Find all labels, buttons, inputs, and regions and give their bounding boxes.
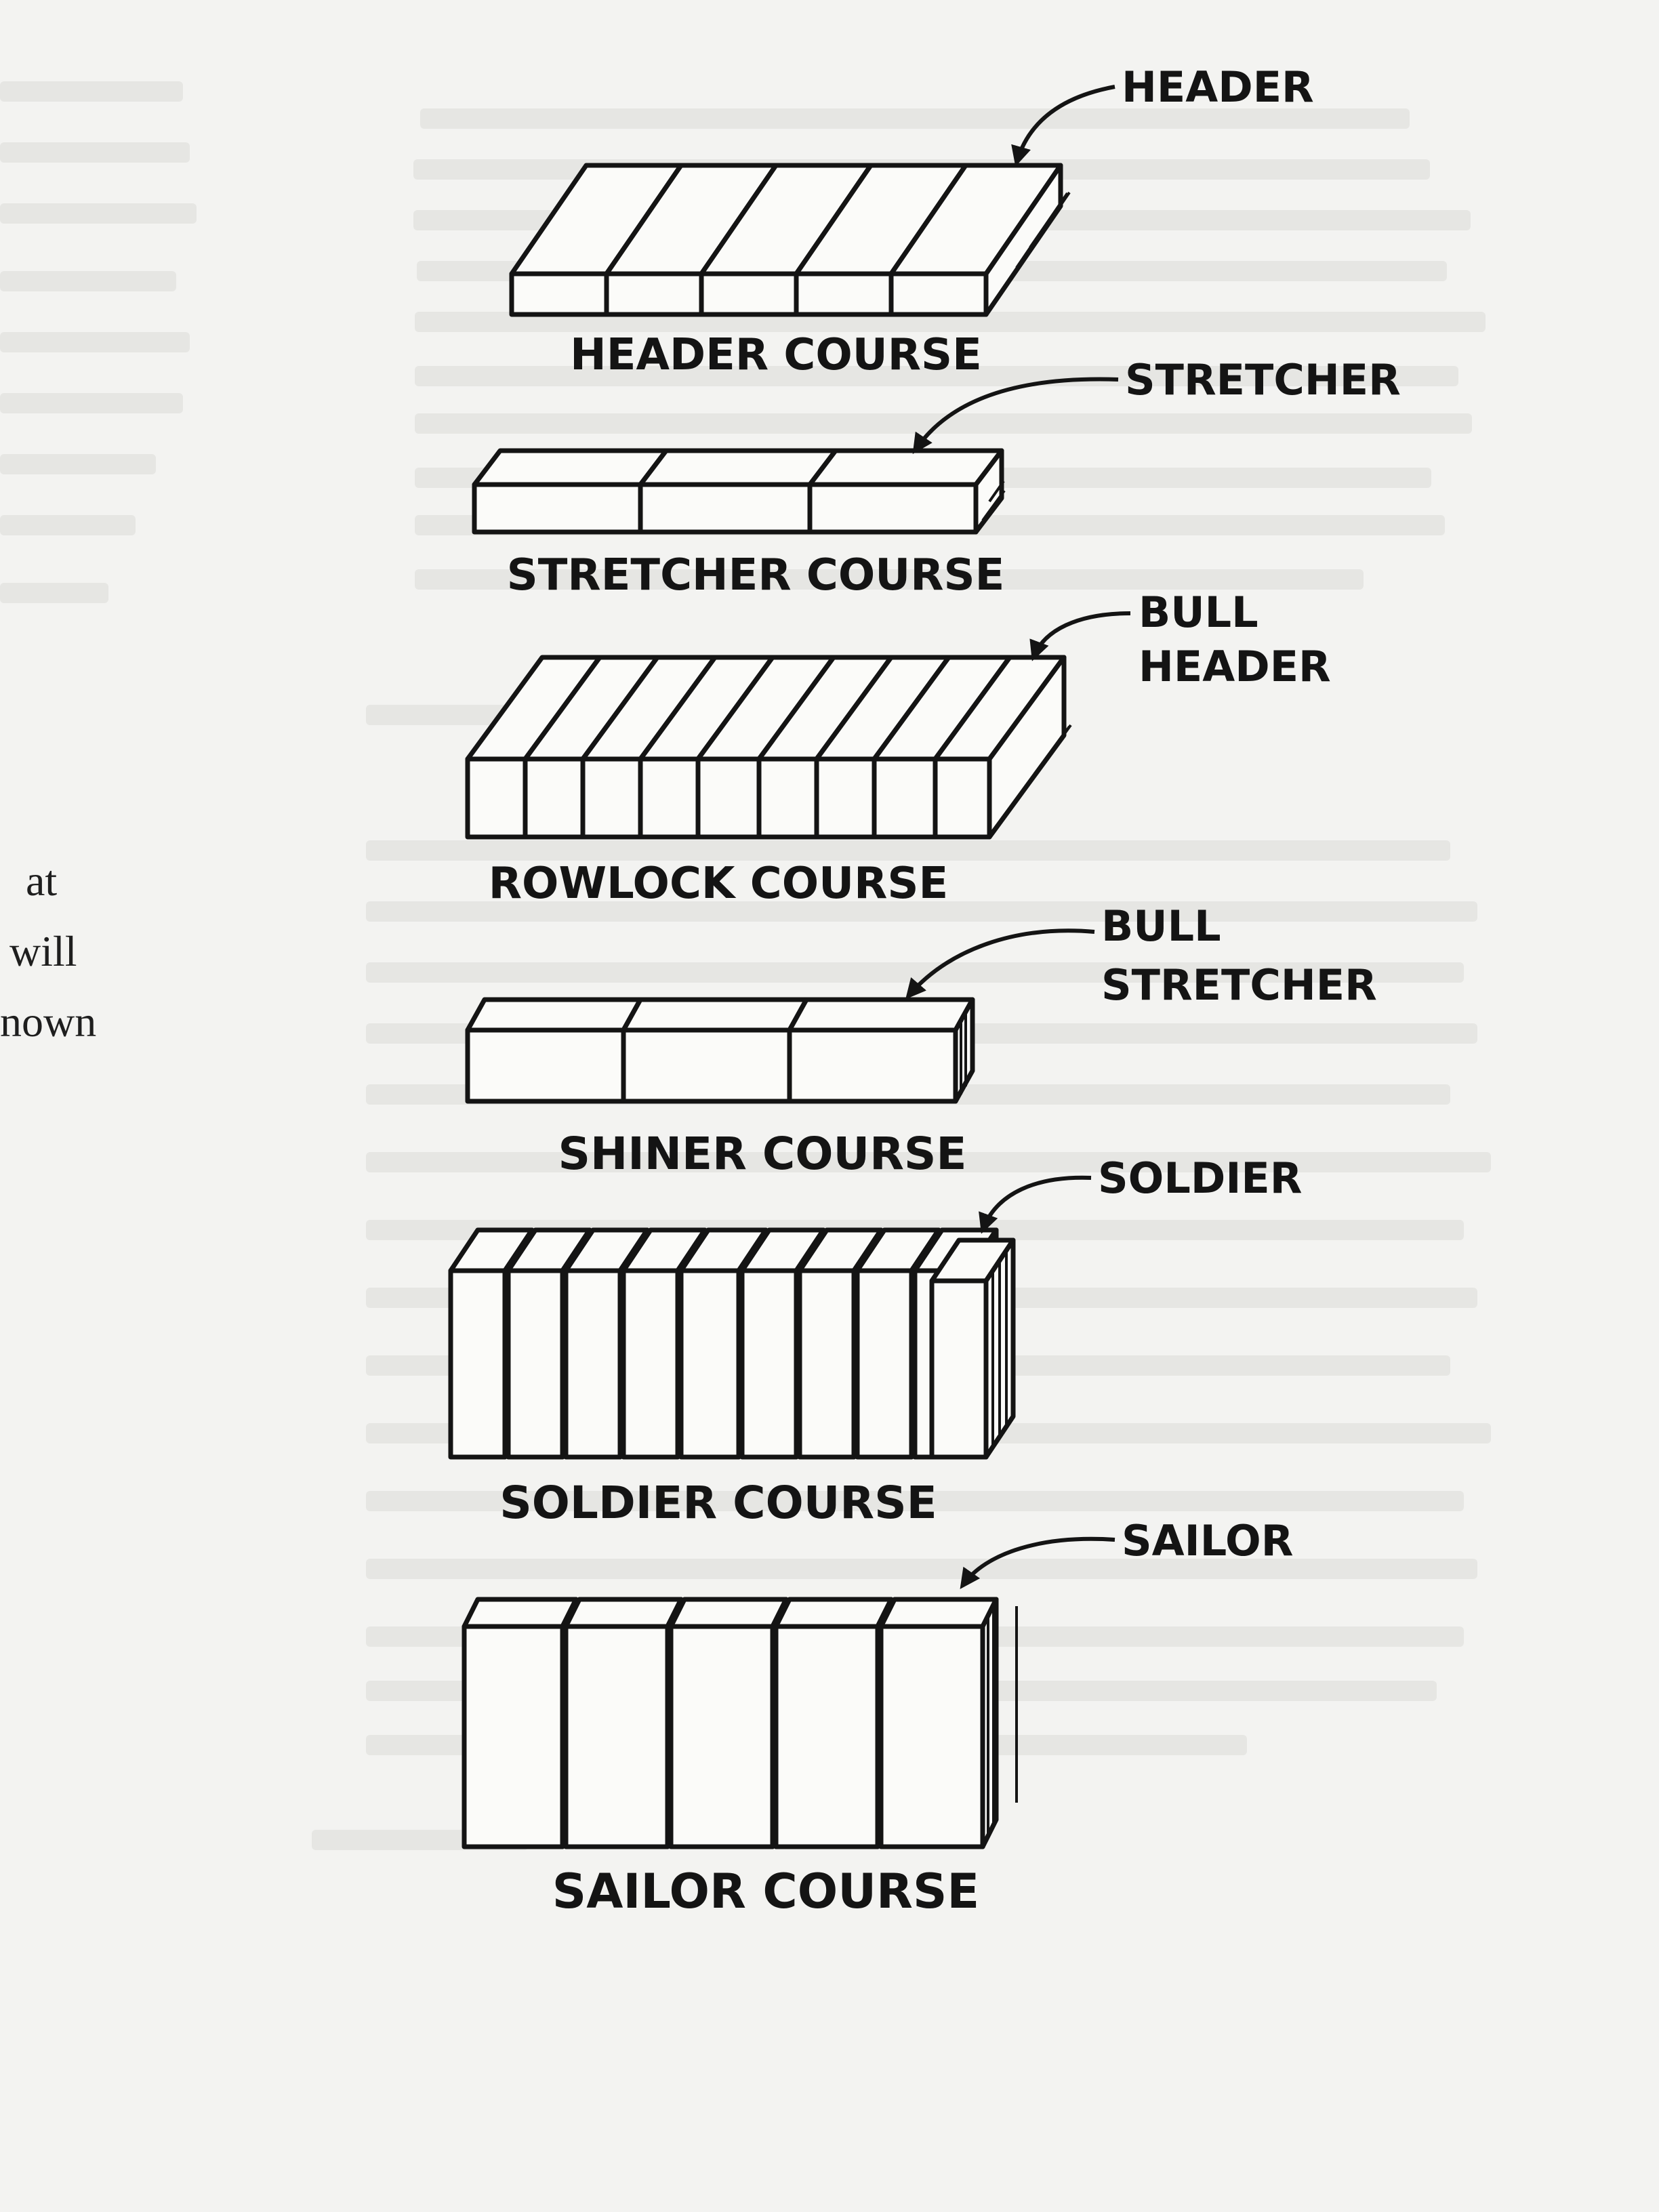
sailor-brick bbox=[773, 1597, 894, 1849]
sailor-course-drawing bbox=[462, 1597, 1018, 1849]
bull-header-callout-line1: BULL bbox=[1139, 588, 1258, 637]
stretcher-course-drawing bbox=[472, 448, 1006, 535]
soldier-brick bbox=[739, 1227, 826, 1460]
margin-text-will: will bbox=[9, 927, 77, 975]
rowlock-brick bbox=[933, 655, 1067, 840]
header-brick bbox=[888, 163, 1063, 317]
shiner-brick bbox=[465, 997, 643, 1104]
bull-header-callout-line2: HEADER bbox=[1139, 642, 1331, 691]
header-callout-arrow bbox=[1011, 85, 1115, 167]
rowlock-course-drawing bbox=[465, 655, 1072, 840]
margin-text-at: at bbox=[26, 857, 58, 905]
bull-stretcher-callout-line2: STRETCHER bbox=[1101, 960, 1377, 1010]
soldier-callout-arrow bbox=[979, 1175, 1092, 1234]
shiner-brick bbox=[621, 997, 809, 1104]
bull-header-callout-arrow bbox=[1029, 611, 1131, 661]
sailor-brick bbox=[462, 1597, 579, 1849]
shiner-course-label: SHINER COURSE bbox=[558, 1128, 966, 1180]
soldier-callout-label: SOLDIER bbox=[1098, 1153, 1303, 1203]
soldier-course-drawing bbox=[448, 1227, 1016, 1460]
stretcher-brick bbox=[472, 448, 669, 535]
sailor-brick bbox=[563, 1597, 684, 1849]
stretcher-course-label: STRETCHER COURSE bbox=[507, 550, 1005, 600]
stretcher-brick bbox=[638, 448, 838, 535]
header-callout-label: HEADER bbox=[1122, 62, 1314, 112]
bull-stretcher-callout-arrow bbox=[905, 928, 1095, 1000]
stretcher-callout-label: STRETCHER bbox=[1125, 355, 1401, 405]
rowlock-course-label: ROWLOCK COURSE bbox=[489, 859, 948, 909]
bull-stretcher-callout-line1: BULL bbox=[1101, 901, 1221, 951]
shiner-brick bbox=[787, 997, 975, 1104]
sailor-callout-arrow bbox=[960, 1536, 1115, 1589]
sailor-callout-label: SAILOR bbox=[1122, 1516, 1293, 1565]
margin-text-nown: nown bbox=[0, 998, 97, 1046]
stretcher-callout-arrow bbox=[912, 377, 1119, 454]
header-course-drawing bbox=[509, 163, 1071, 317]
sailor-brick bbox=[668, 1597, 789, 1849]
soldier-course-label: SOLDIER COURSE bbox=[499, 1477, 937, 1529]
stretcher-brick bbox=[807, 448, 1004, 535]
sailor-brick bbox=[878, 1597, 999, 1849]
sailor-course-label: SAILOR COURSE bbox=[552, 1864, 979, 1919]
header-course-label: HEADER COURSE bbox=[570, 330, 982, 380]
shiner-course-drawing bbox=[465, 997, 975, 1104]
